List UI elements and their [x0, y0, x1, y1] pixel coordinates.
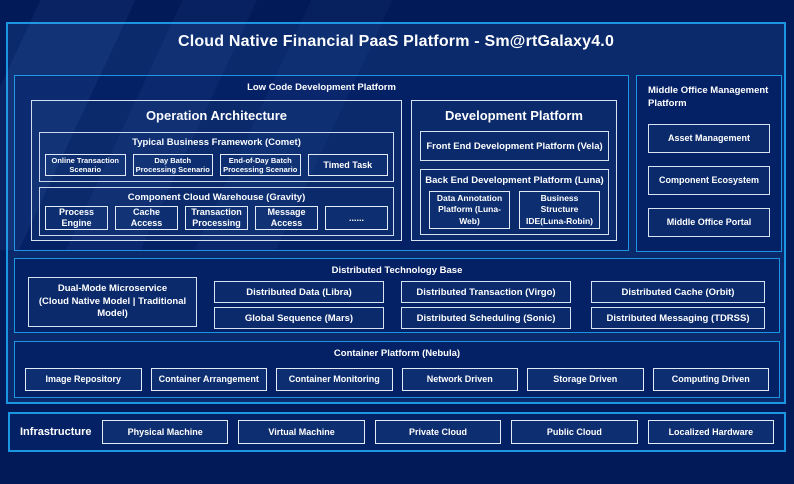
comet-items-row: Online Transaction Scenario Day Batch Pr… [45, 154, 388, 176]
component-cloud-warehouse-box: Component Cloud Warehouse (Gravity) Proc… [39, 187, 394, 236]
gravity-item-cache-access: Cache Access [115, 206, 178, 230]
operation-architecture-box: Operation Architecture Typical Business … [31, 100, 402, 241]
container-items-row: Image Repository Container Arrangement C… [25, 368, 769, 391]
comet-item-end-of-day-batch: End-of-Day Batch Processing Scenario [220, 154, 301, 176]
comet-item-day-batch: Day Batch Processing Scenario [132, 154, 213, 176]
infrastructure-label: Infrastructure [20, 426, 92, 438]
infrastructure-item-virtual-machine: Virtual Machine [238, 420, 365, 444]
gravity-items-row: Process Engine Cache Access Transaction … [45, 206, 388, 230]
main-panel: Cloud Native Financial PaaS Platform - S… [6, 22, 786, 404]
container-item-monitoring: Container Monitoring [276, 368, 393, 391]
middle-office-item-portal: Middle Office Portal [648, 207, 770, 237]
back-end-item-data-annotation: Data Annotation Platform (Luna-Web) [429, 191, 510, 229]
distributed-item-scheduling-sonic: Distributed Scheduling (Sonic) [401, 307, 571, 329]
infrastructure-item-physical-machine: Physical Machine [102, 420, 229, 444]
back-end-items-row: Data Annotation Platform (Luna-Web) Busi… [429, 191, 600, 229]
distributed-technology-base-section: Distributed Technology Base Dual-Mode Mi… [14, 258, 780, 333]
container-item-storage-driven: Storage Driven [527, 368, 644, 391]
operation-architecture-title: Operation Architecture [145, 108, 288, 123]
page-title: Cloud Native Financial PaaS Platform - S… [177, 33, 615, 50]
dual-mode-microservice-box: Dual-Mode Microservice (Cloud Native Mod… [28, 277, 197, 327]
infrastructure-item-localized-hardware: Localized Hardware [647, 420, 775, 444]
distributed-item-messaging-tdrss: Distributed Messaging (TDRSS) [591, 307, 765, 329]
typical-business-framework-box: Typical Business Framework (Comet) Onlin… [39, 132, 394, 182]
low-code-section-label: Low Code Development Platform [247, 82, 396, 93]
distributed-item-data-libra: Distributed Data (Libra) [214, 281, 384, 303]
container-item-image-repository: Image Repository [25, 368, 142, 391]
front-end-development-platform-box: Front End Development Platform (Vela) [420, 131, 609, 161]
middle-office-item-asset-management: Asset Management [648, 123, 770, 153]
dual-mode-line2: (Cloud Native Model | Traditional Model) [38, 295, 187, 320]
container-item-arrangement: Container Arrangement [150, 368, 267, 391]
container-platform-section: Container Platform (Nebula) Image Reposi… [14, 341, 780, 398]
comet-title: Typical Business Framework (Comet) [132, 137, 301, 148]
middle-office-management-platform-section: Middle Office Management Platform Asset … [636, 75, 782, 252]
middle-office-title: Middle Office Management Platform [648, 85, 769, 109]
distributed-item-cache-orbit: Distributed Cache (Orbit) [591, 281, 765, 303]
middle-office-item-component-ecosystem: Component Ecosystem [648, 165, 770, 195]
container-item-network-driven: Network Driven [401, 368, 518, 391]
back-end-development-platform-box: Back End Development Platform (Luna) Dat… [420, 169, 609, 235]
distributed-item-global-sequence-mars: Global Sequence (Mars) [214, 307, 384, 329]
gravity-item-ellipsis: ...... [325, 206, 388, 230]
comet-item-online-transaction: Online Transaction Scenario [45, 154, 126, 176]
development-platform-title: Development Platform [445, 108, 583, 123]
infrastructure-items-row: Physical Machine Virtual Machine Private… [102, 420, 775, 444]
infrastructure-section: Infrastructure Physical Machine Virtual … [8, 412, 786, 452]
gravity-item-transaction-processing: Transaction Processing [185, 206, 248, 230]
infrastructure-item-public-cloud: Public Cloud [511, 420, 638, 444]
distributed-section-label: Distributed Technology Base [331, 265, 463, 276]
distributed-item-transaction-virgo: Distributed Transaction (Virgo) [401, 281, 571, 303]
comet-item-timed-task: Timed Task [307, 154, 388, 176]
dual-mode-line1: Dual-Mode Microservice [57, 282, 168, 294]
container-item-computing-driven: Computing Driven [652, 368, 769, 391]
gravity-item-process-engine: Process Engine [45, 206, 108, 230]
container-section-label: Container Platform (Nebula) [333, 348, 461, 359]
back-end-title: Back End Development Platform (Luna) [425, 175, 604, 186]
infrastructure-item-private-cloud: Private Cloud [374, 420, 502, 444]
gravity-title: Component Cloud Warehouse (Gravity) [127, 192, 306, 203]
gravity-item-message-access: Message Access [255, 206, 318, 230]
development-platform-box: Development Platform Front End Developme… [411, 100, 617, 241]
back-end-item-business-structure-ide: Business Structure IDE(Luna-Robin) [519, 191, 600, 229]
low-code-development-platform-section: Low Code Development Platform Operation … [14, 75, 629, 251]
